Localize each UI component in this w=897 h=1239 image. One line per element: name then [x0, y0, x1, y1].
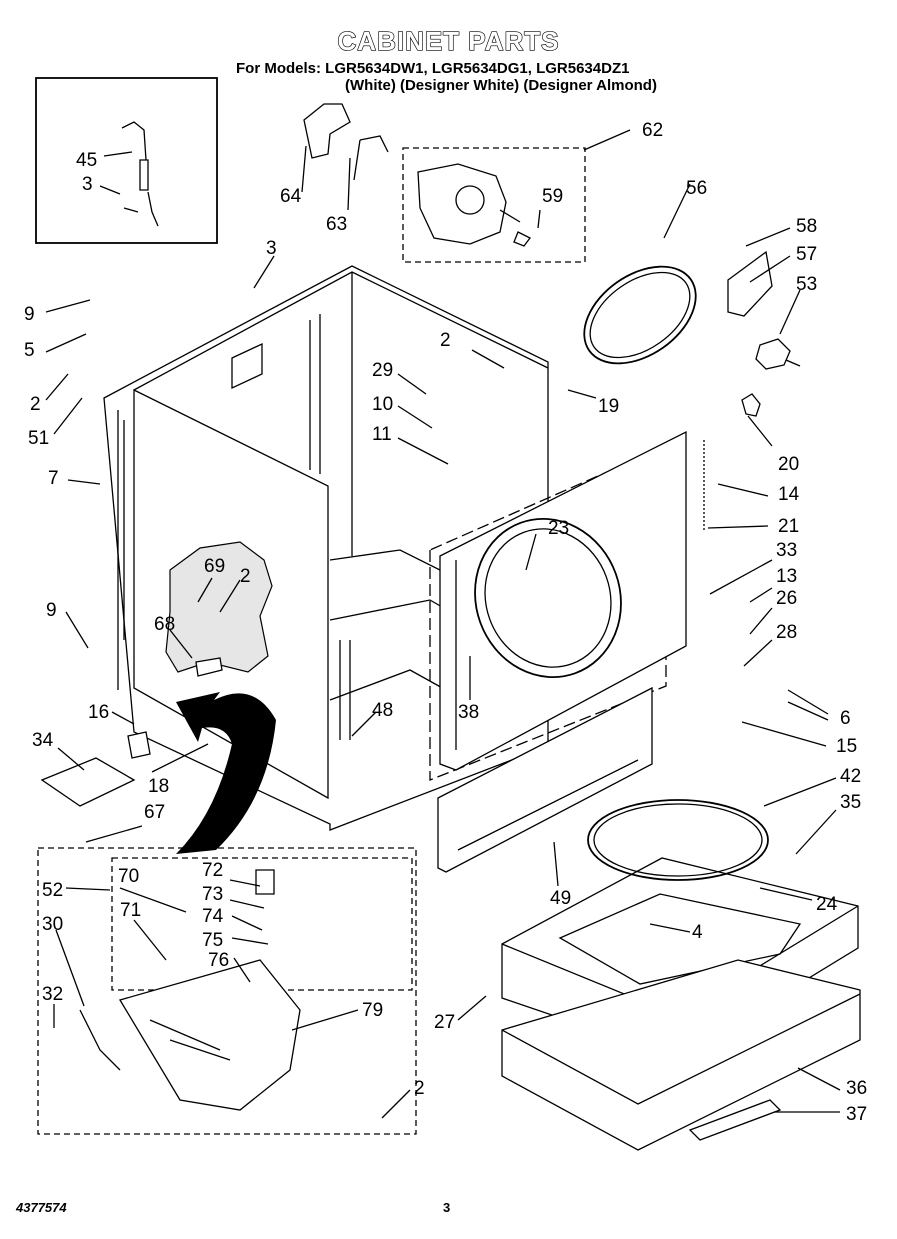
- callout-label: 38: [458, 702, 479, 723]
- callout-label: 7: [48, 468, 59, 489]
- callout-label: 28: [776, 622, 797, 643]
- drive-belt: [583, 265, 697, 365]
- color-variants-line: (White) (Designer White) (Designer Almon…: [345, 77, 657, 94]
- callout-label: 51: [28, 428, 49, 449]
- callout-label: 13: [776, 566, 797, 587]
- callout-label: 35: [840, 792, 861, 813]
- callout-label: 9: [24, 304, 35, 325]
- callout-label: 16: [88, 702, 109, 723]
- callout-label: 29: [372, 360, 393, 381]
- callout-label: 24: [816, 894, 838, 915]
- page-number: 3: [443, 1200, 451, 1215]
- callout-label: 72: [202, 860, 223, 881]
- callout-label: 71: [120, 900, 141, 921]
- callout-label: 69: [204, 556, 225, 577]
- callout-label: 27: [434, 1012, 455, 1033]
- callout-label: 57: [796, 244, 817, 265]
- callout-label: 52: [42, 880, 63, 901]
- document-number: 4377574: [16, 1200, 67, 1215]
- assembly-arrow: [176, 692, 276, 854]
- callout-label: 79: [362, 1000, 383, 1021]
- callout-label: 73: [202, 884, 223, 905]
- callout-label: 14: [778, 484, 800, 505]
- cabinet-shell: [103, 265, 549, 831]
- callout-label: 48: [372, 700, 393, 721]
- callout-label: 19: [598, 396, 619, 417]
- callout-label: 26: [776, 588, 797, 609]
- front-panel: [439, 430, 687, 771]
- callout-label: 11: [372, 424, 392, 445]
- callout-label: 3: [266, 238, 277, 259]
- callout-label: 3: [82, 174, 93, 195]
- callout-label: 32: [42, 984, 63, 1005]
- callout-label: 10: [372, 394, 393, 415]
- callout-label: 70: [118, 866, 139, 887]
- callout-label: 75: [202, 930, 223, 951]
- callout-label: 63: [326, 214, 347, 235]
- models-line: For Models: LGR5634DW1, LGR5634DG1, LGR5…: [236, 60, 630, 77]
- callout-label: 23: [548, 518, 569, 539]
- callout-label: 68: [154, 614, 175, 635]
- callout-label: 42: [840, 766, 861, 787]
- callout-label: 30: [42, 914, 63, 935]
- callout-label: 34: [32, 730, 54, 751]
- callout-label: 49: [550, 888, 571, 909]
- callout-label: 6: [840, 708, 851, 729]
- callout-label: 53: [796, 274, 817, 295]
- callout-label: 58: [796, 216, 817, 237]
- base-pan: [501, 959, 861, 1151]
- callout-label: 21: [778, 516, 799, 537]
- motor-box: [402, 147, 586, 263]
- callout-label: 9: [46, 600, 57, 621]
- callout-label: 15: [836, 736, 857, 757]
- inset-box: [35, 77, 218, 244]
- callout-label: 64: [280, 186, 302, 207]
- callout-label: 36: [846, 1078, 867, 1099]
- callout-label: 4: [692, 922, 703, 943]
- callout-label: 67: [144, 802, 165, 823]
- gas-valve-box: [37, 847, 417, 1135]
- callout-label: 37: [846, 1104, 867, 1125]
- leader-lines: [45, 129, 841, 1119]
- callout-label: 2: [414, 1078, 425, 1099]
- callout-label: 74: [202, 906, 224, 927]
- callout-label: 20: [778, 454, 799, 475]
- callout-label: 33: [776, 540, 797, 561]
- callout-label: 59: [542, 186, 563, 207]
- callout-label: 76: [208, 950, 229, 971]
- callout-label: 18: [148, 776, 169, 797]
- callout-label: 45: [76, 150, 97, 171]
- callout-label: 2: [240, 566, 251, 587]
- callout-label: 56: [686, 178, 707, 199]
- callout-labels: 45 3 9 5 2 51 7 9 16 34 64 63 62 59 56 5…: [24, 120, 867, 1125]
- toe-panel: [437, 686, 653, 873]
- callout-label: 2: [30, 394, 41, 415]
- callout-label: 2: [440, 330, 451, 351]
- page-title: CABINET PARTS: [337, 25, 560, 56]
- callout-label: 5: [24, 340, 35, 361]
- callout-label: 62: [642, 120, 663, 141]
